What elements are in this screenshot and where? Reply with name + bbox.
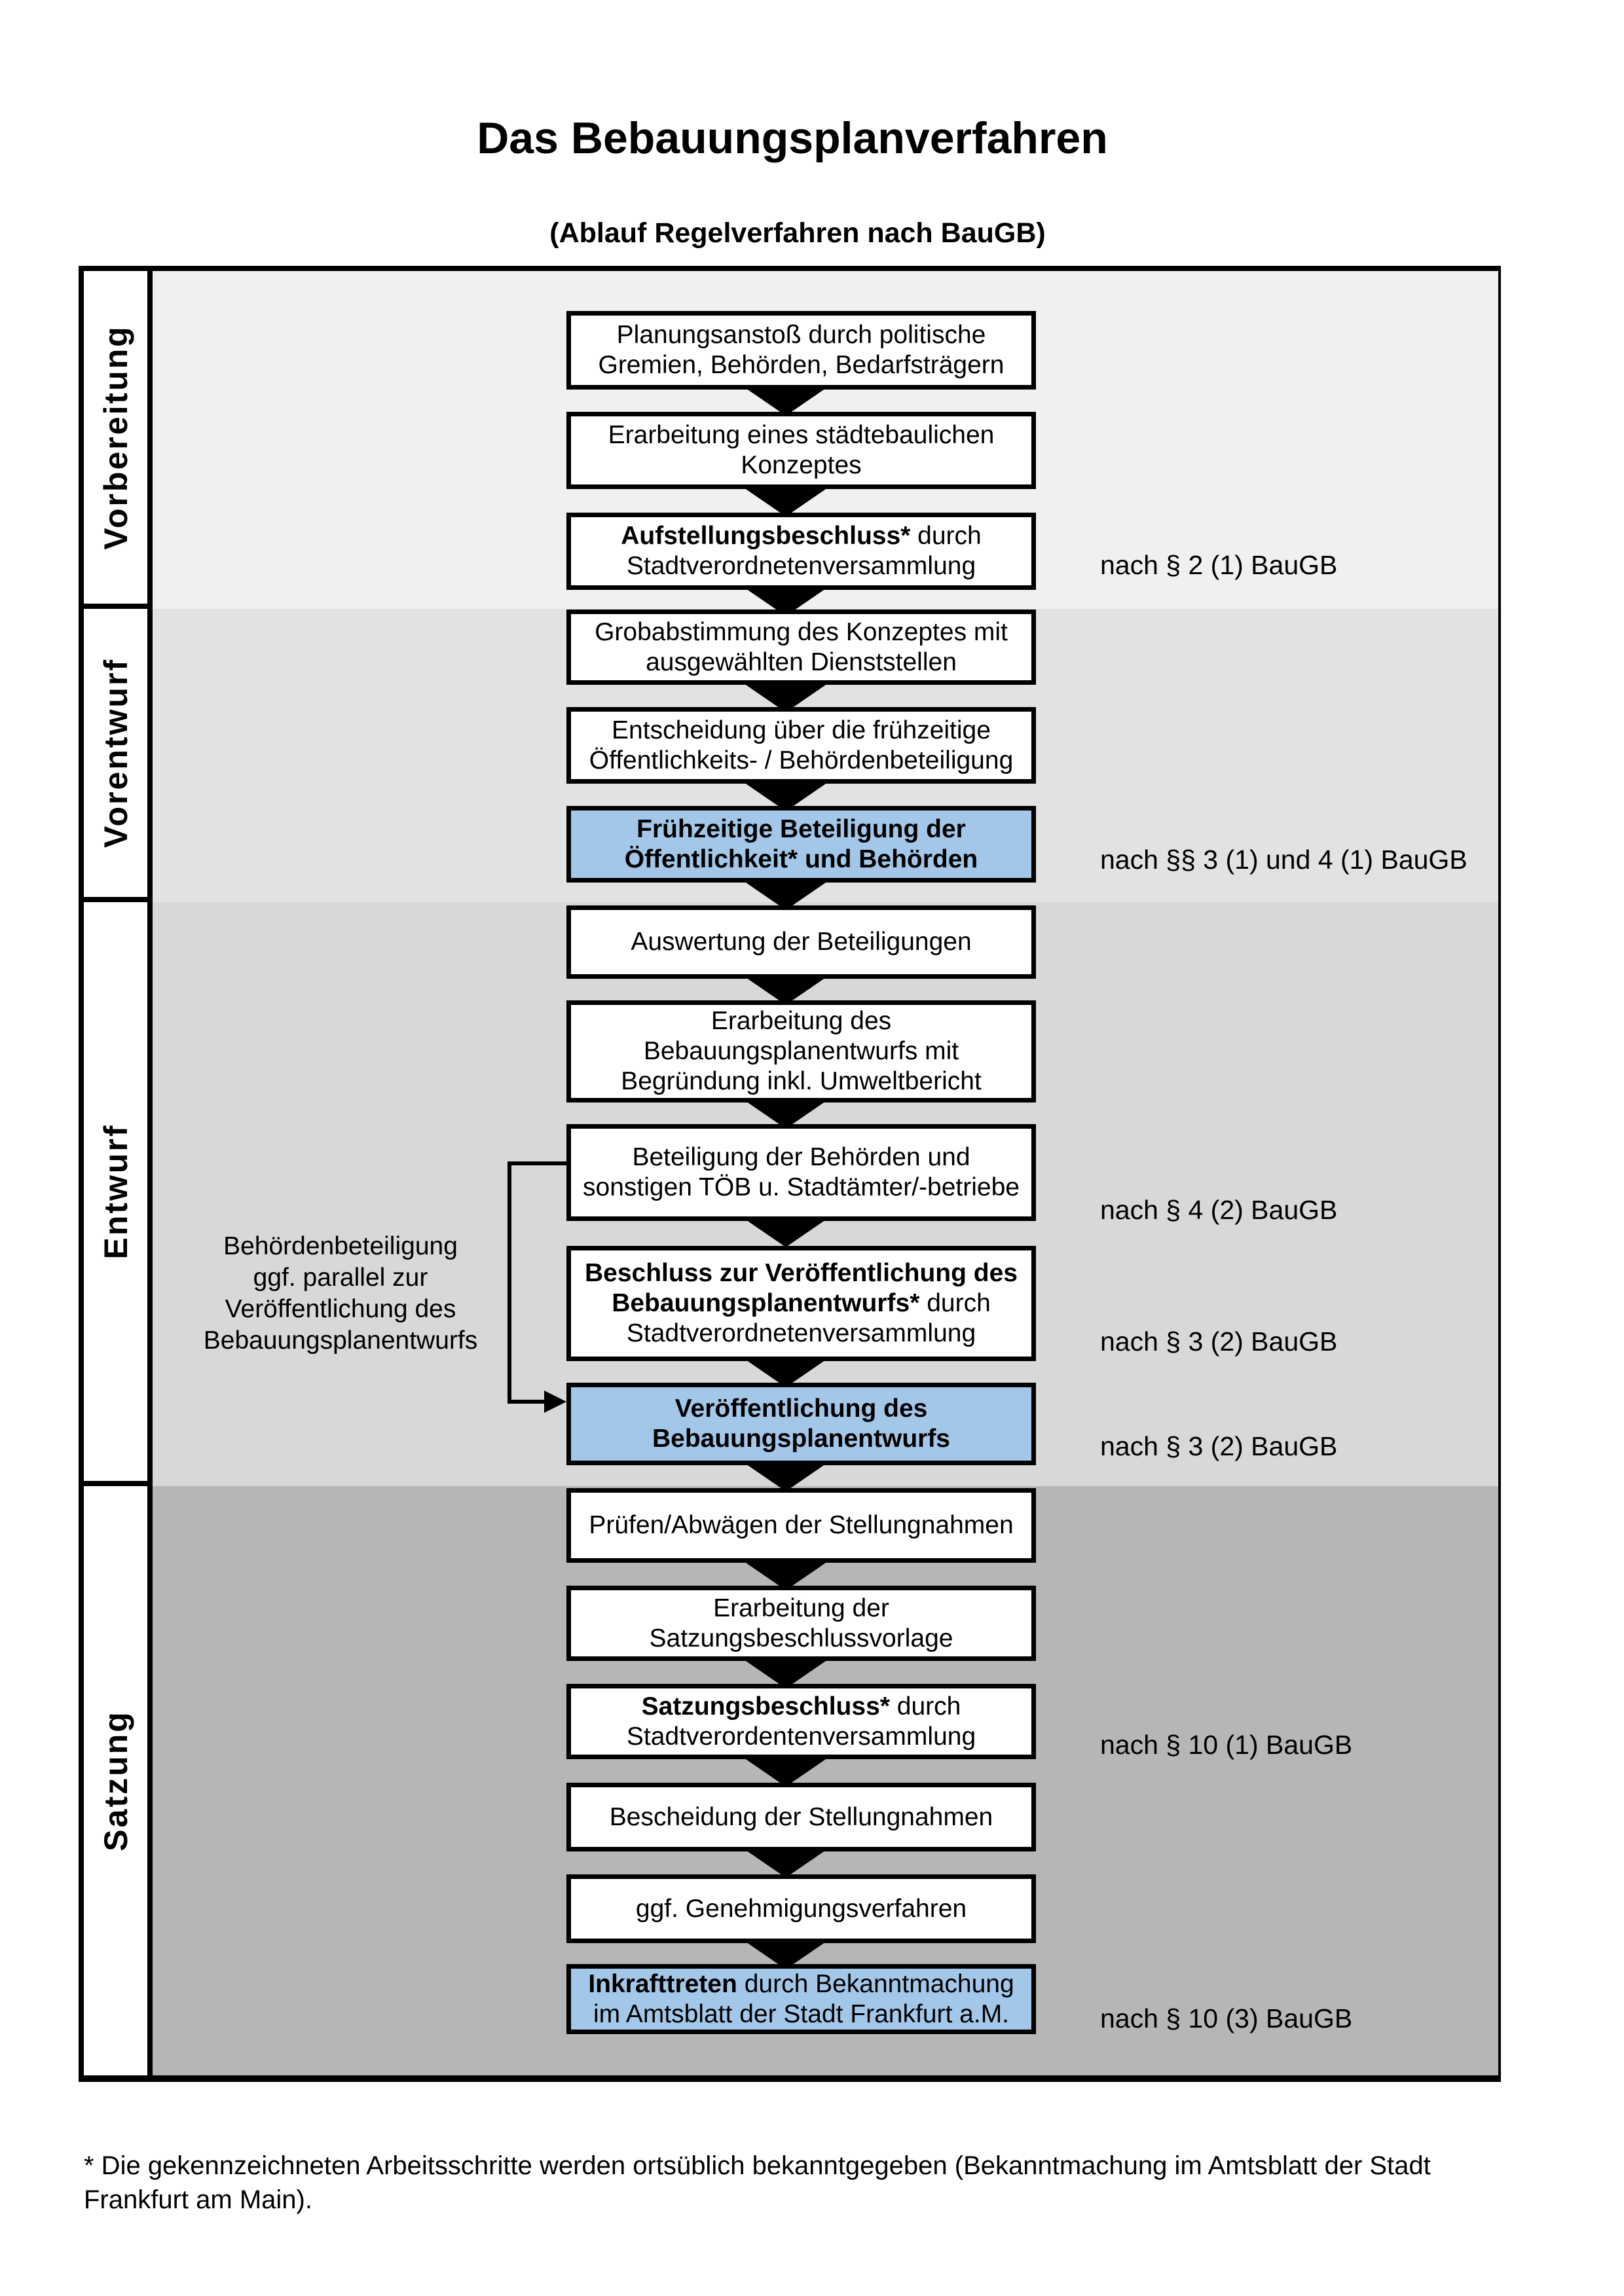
- side-note-line: Bebauungsplanentwurfs: [203, 1326, 478, 1355]
- flow-box-grobabstimmung: Grobabstimmung des Konzeptes mit ausgewä…: [566, 610, 1036, 685]
- side-note-behoerdenbeteiligung: Behördenbeteiligung ggf. parallel zur Ve…: [177, 1231, 504, 1357]
- phase-label-entwurf: Entwurf: [97, 1123, 134, 1260]
- legal-reference: nach § 3 (2) BauGB: [1100, 1431, 1338, 1461]
- flow-box-line: Auswertung der Beteiligungen: [631, 928, 972, 956]
- phase-label-cell-satzung: Satzung: [84, 1486, 153, 2075]
- flow-box-line: Beteiligung der Behörden und: [632, 1143, 970, 1171]
- flow-box-line: Bebauungsplanentwurfs* durch: [612, 1289, 991, 1317]
- arrow-down-icon: [744, 1849, 828, 1878]
- legal-reference: nach § 4 (2) BauGB: [1100, 1195, 1338, 1225]
- flow-box-line: Bebauungsplanentwurfs: [652, 1425, 951, 1453]
- phase-label-cell-vorentwurf: Vorentwurf: [84, 609, 153, 902]
- flow-box-line: Stadtverordnetenversammlung: [626, 552, 976, 580]
- legal-reference: nach § 3 (2) BauGB: [1100, 1326, 1338, 1357]
- flow-box-line: Beschluss zur Veröffentlichung des: [585, 1259, 1018, 1287]
- flow-box-line: ausgewählten Dienststellen: [646, 647, 957, 676]
- flow-box-line: Bebauungsplanentwurfs mit: [643, 1037, 959, 1065]
- flow-box-line: Bescheidung der Stellungnahmen: [609, 1802, 993, 1831]
- footnote-line: * Die gekennzeichneten Arbeitsschritte w…: [84, 2151, 1431, 2180]
- flow-box-planungsanstoss: Planungsanstoß durch politische Gremien,…: [566, 311, 1036, 390]
- flow-box-line: Stadtverordnetenversammlung: [626, 1319, 976, 1347]
- arrow-down-icon: [744, 1758, 828, 1787]
- flow-box-line: Gremien, Behörden, Bedarfsträgern: [598, 351, 1005, 379]
- arrow-down-icon: [744, 1660, 828, 1688]
- legal-reference: nach § 10 (1) BauGB: [1100, 1730, 1353, 1760]
- flow-box-satzungsbeschluss: Satzungsbeschluss* durch Stadtverordente…: [566, 1684, 1036, 1759]
- flow-box-staedtebauliches-konzept: Erarbeitung eines städtebaulichen Konzep…: [566, 412, 1036, 489]
- flow-box-erarbeitung-bebauungsplanentwurf: Erarbeitung des Bebauungsplanentwurfs mi…: [566, 1000, 1036, 1102]
- flow-box-line: ggf. Genehmigungsverfahren: [635, 1894, 967, 1923]
- flow-box-line: Frühzeitige Beteiligung der: [637, 814, 966, 843]
- flow-box-line: Erarbeitung der: [713, 1594, 889, 1622]
- flow-box-line: Öffentlichkeit* und Behörden: [624, 845, 978, 873]
- footnote: * Die gekennzeichneten Arbeitsschritte w…: [84, 2149, 1564, 2217]
- flow-box-beschluss-veroeffentlichung: Beschluss zur Veröffentlichung des Bebau…: [566, 1246, 1036, 1361]
- flow-box-line: Satzungsbeschluss* durch: [641, 1692, 961, 1721]
- flow-box-line: Planungsanstoß durch politische: [616, 321, 986, 349]
- legal-reference: nach § 10 (3) BauGB: [1100, 2003, 1353, 2033]
- flow-box-line: im Amtsblatt der Stadt Frankfurt a.M.: [593, 1999, 1010, 2028]
- flow-box-inkrafttreten-highlight: Inkrafttreten durch Bekanntmachung im Am…: [566, 1964, 1036, 2034]
- arrow-down-icon: [744, 1100, 828, 1129]
- flow-box-pruefen-abwaegen: Prüfen/Abwägen der Stellungnahmen: [566, 1488, 1036, 1563]
- arrow-down-icon: [744, 1463, 828, 1491]
- phase-label-cell-entwurf: Entwurf: [84, 902, 153, 1486]
- flow-box-line: Entscheidung über die frühzeitige: [612, 716, 991, 744]
- phase-label-vorentwurf: Vorentwurf: [97, 657, 134, 848]
- arrow-down-icon: [744, 881, 828, 910]
- flow-box-line: Inkrafttreten durch Bekanntmachung: [588, 1969, 1014, 1998]
- flow-box-line: Erarbeitung des: [710, 1007, 892, 1035]
- arrow-down-icon: [744, 488, 828, 517]
- flow-box-veroeffentlichung-entwurf-highlight: Veröffentlichung des Bebauungsplanentwur…: [566, 1383, 1036, 1465]
- flow-box-entscheidung-fruehzeitige-beteiligung: Entscheidung über die frühzeitige Öffent…: [566, 707, 1036, 784]
- phase-label-cell-vorbereitung: Vorbereitung: [84, 271, 153, 609]
- arrow-right-icon: [544, 1391, 566, 1413]
- page-title: Das Bebauungsplanverfahren: [477, 113, 1108, 163]
- legal-reference: nach § 2 (1) BauGB: [1100, 550, 1338, 580]
- flow-box-erarbeitung-satzungsvorlage: Erarbeitung der Satzungsbeschlussvorlage: [566, 1586, 1036, 1661]
- phase-label-satzung: Satzung: [97, 1710, 134, 1851]
- arrow-down-icon: [744, 976, 828, 1005]
- flow-box-genehmigungsverfahren: ggf. Genehmigungsverfahren: [566, 1874, 1036, 1943]
- flow-box-line: Veröffentlichung des: [674, 1394, 928, 1423]
- side-note-line: Behördenbeteiligung: [223, 1232, 458, 1260]
- flow-box-behoerdenbeteiligung-toeb: Beteiligung der Behörden und sonstigen T…: [566, 1124, 1036, 1221]
- bracket-line-vertical: [507, 1161, 511, 1404]
- side-note-line: Veröffentlichung des: [225, 1295, 456, 1323]
- flow-box-line: Grobabstimmung des Konzeptes mit: [595, 617, 1008, 646]
- flow-box-line: sonstigen TÖB u. Stadtämter/-betriebe: [583, 1173, 1020, 1201]
- phase-label-vorbereitung: Vorbereitung: [97, 325, 134, 550]
- flow-box-line: Satzungsbeschlussvorlage: [649, 1624, 953, 1652]
- flow-box-line: Begründung inkl. Umweltbericht: [621, 1067, 982, 1095]
- side-note-line: ggf. parallel zur: [253, 1264, 428, 1292]
- bracket-line-bottom: [507, 1400, 547, 1404]
- flow-box-line: Erarbeitung eines städtebaulichen: [608, 421, 995, 449]
- flow-box-line: Öffentlichkeits- / Behördenbeteiligung: [589, 746, 1014, 774]
- footnote-line: Frankfurt am Main).: [84, 2185, 312, 2214]
- arrow-down-icon: [744, 387, 828, 416]
- phase-label-column: Vorbereitung Vorentwurf Entwurf Satzung: [84, 271, 153, 2075]
- flow-box-auswertung-beteiligungen: Auswertung der Beteiligungen: [566, 905, 1036, 979]
- arrow-down-icon: [744, 1358, 828, 1387]
- flow-box-aufstellungsbeschluss: Aufstellungsbeschluss* durch Stadtverord…: [566, 513, 1036, 590]
- bracket-line-top: [507, 1161, 568, 1165]
- flow-box-line: Aufstellungsbeschluss* durch: [621, 522, 982, 550]
- flow-box-line: Prüfen/Abwägen der Stellungnahmen: [589, 1511, 1014, 1539]
- arrow-down-icon: [744, 1561, 828, 1590]
- flow-box-bescheidung-stellungnahmen: Bescheidung der Stellungnahmen: [566, 1783, 1036, 1851]
- legal-reference: nach §§ 3 (1) und 4 (1) BauGB: [1100, 845, 1467, 875]
- flow-box-line: Stadtverordentenversammlung: [626, 1722, 976, 1751]
- page-subtitle: (Ablauf Regelverfahren nach BauGB): [549, 217, 1046, 249]
- flow-box-line: Konzeptes: [741, 451, 862, 479]
- flow-box-fruehzeitige-beteiligung-highlight: Frühzeitige Beteiligung der Öffentlichke…: [566, 806, 1036, 883]
- arrow-down-icon: [744, 1218, 828, 1247]
